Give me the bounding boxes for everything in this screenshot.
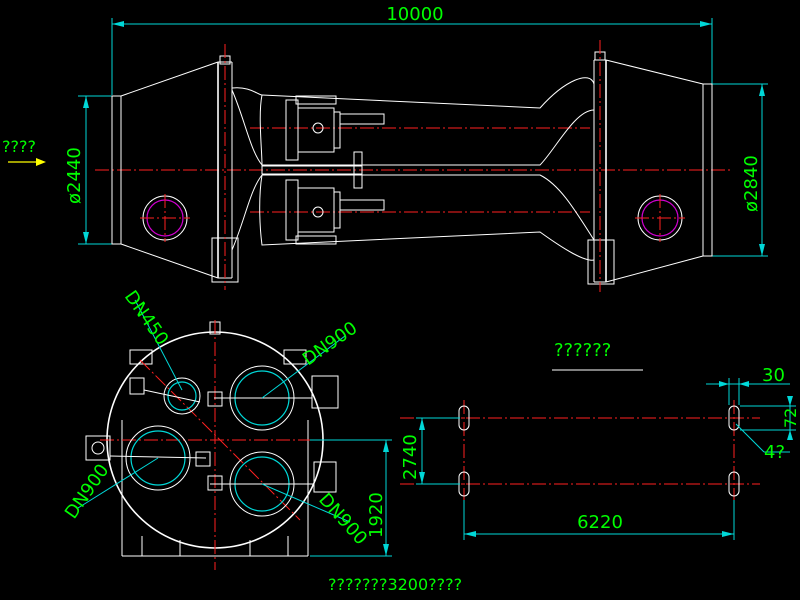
flow-indicator: ???? <box>2 137 46 166</box>
right-diameter-dimension: ø2840 <box>712 83 768 257</box>
left-cone-body <box>111 44 239 290</box>
nozzle-dn900-lower-label: DN900 <box>314 489 371 549</box>
height-dimension: 1920 <box>310 439 392 557</box>
nozzle-dn900-left <box>85 425 211 491</box>
foundation-title: ?????? <box>554 340 611 361</box>
span-dimension: 6220 <box>463 500 735 540</box>
nozzle-dn900-lower <box>207 451 337 517</box>
nozzle-dn450-label: DN450 <box>120 287 173 350</box>
nozzle-dn900-upper-label: DN900 <box>299 318 362 371</box>
span-label: 6220 <box>577 512 623 533</box>
height-label: 1920 <box>366 492 387 538</box>
slot-height-dimension: 72 <box>740 396 800 440</box>
slot-count-label: 4? <box>764 442 785 463</box>
nozzle-dn450 <box>129 377 201 415</box>
left-diameter-label: ø2440 <box>64 147 85 204</box>
right-diameter-label: ø2840 <box>741 155 762 212</box>
left-diameter-dimension: ø2440 <box>64 95 112 245</box>
tube-bundle <box>231 77 595 261</box>
overall-length-dimension: 10000 <box>111 4 713 95</box>
slot-height-label: 72 <box>781 408 800 428</box>
foundation-slot <box>728 471 740 497</box>
slot-offset-dimension: 30 <box>706 365 790 405</box>
nozzle-dn900-upper <box>207 365 339 431</box>
flow-arrow-icon <box>36 158 46 166</box>
overall-length-label: 10000 <box>386 4 443 25</box>
top-view: 10000 ø2440 ø2840 ???? <box>2 4 768 292</box>
foundation-plan: ?????? 6220 2740 <box>400 340 800 540</box>
right-cone-body <box>587 40 713 292</box>
foundation-slot <box>728 405 740 431</box>
nozzle-dn900-left-label: DN900 <box>61 460 114 523</box>
spacing-label: 2740 <box>400 434 421 480</box>
support-base <box>121 349 309 557</box>
flow-label: ???? <box>2 137 36 156</box>
spacing-dimension: 2740 <box>400 417 460 485</box>
slot-offset-label: 30 <box>762 365 785 386</box>
end-view-caption: ???????3200???? <box>328 575 462 594</box>
